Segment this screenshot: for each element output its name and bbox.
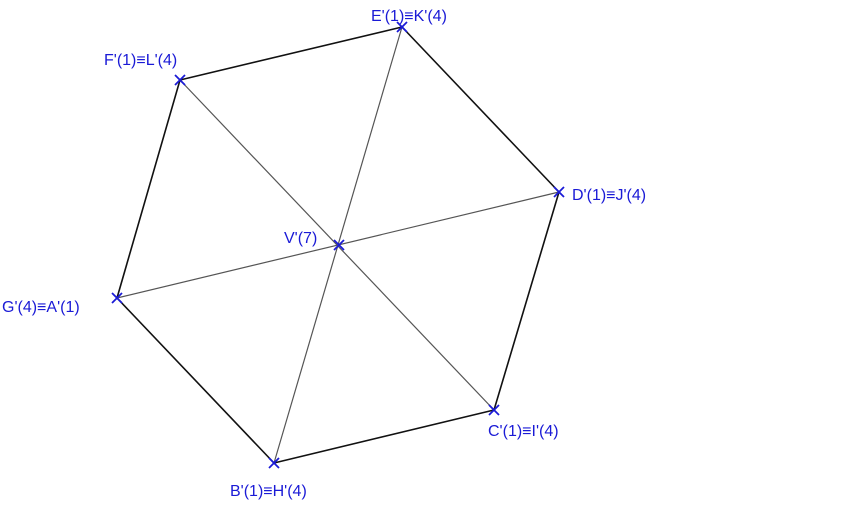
point-marker-b (268, 457, 280, 469)
point-labels: E'(1)≡K'(4) D'(1)≡J'(4) C'(1)≡I'(4) B'(1… (2, 8, 646, 500)
edge-b-g (116, 297, 275, 464)
edge-c-b (273, 409, 495, 464)
point-marker-c (488, 404, 500, 416)
hexagon-edges (116, 26, 560, 464)
label-e: E'(1)≡K'(4) (371, 8, 447, 25)
label-f: F'(1)≡L'(4) (104, 52, 177, 69)
label-d: D'(1)≡J'(4) (572, 187, 646, 204)
label-v: V'(7) (284, 230, 317, 247)
edge-d-c (493, 191, 560, 411)
point-marker-e (396, 21, 408, 33)
point-markers (111, 21, 565, 469)
edge-e-d (401, 26, 560, 193)
point-marker-d (553, 186, 565, 198)
point-marker-g (111, 292, 123, 304)
label-g: G'(4)≡A'(1) (2, 299, 80, 316)
label-b: B'(1)≡H'(4) (230, 483, 307, 500)
edge-g-f (116, 79, 181, 299)
point-marker-v (333, 239, 345, 251)
edge-f-e (179, 26, 403, 81)
point-marker-f (174, 74, 186, 86)
label-c: C'(1)≡I'(4) (488, 423, 559, 440)
